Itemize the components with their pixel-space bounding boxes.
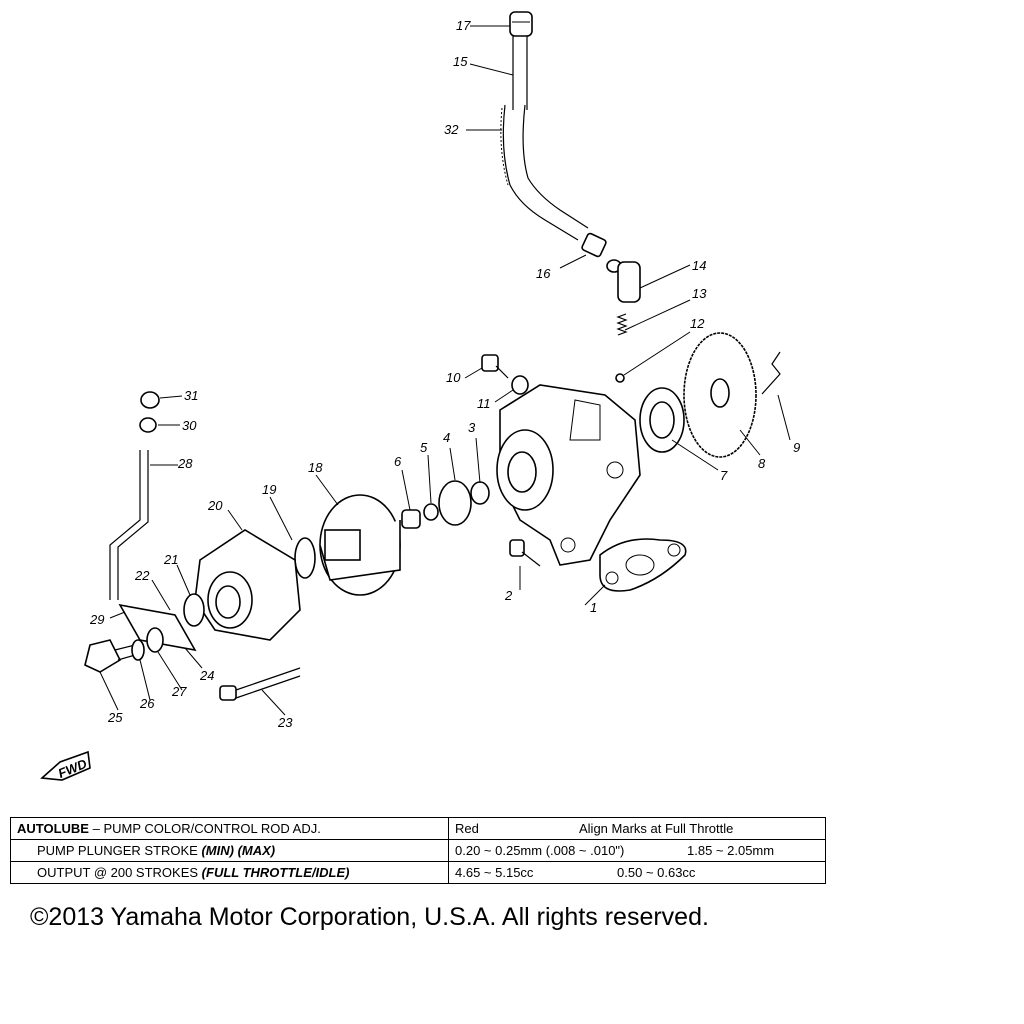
part-6 <box>401 509 421 529</box>
part-ball-12 <box>615 373 625 383</box>
callout-8: 8 <box>758 456 766 471</box>
callout-19: 19 <box>262 482 276 497</box>
callout-6: 6 <box>394 454 402 469</box>
callout-27: 27 <box>171 684 187 699</box>
part-plate-4 <box>438 480 472 526</box>
value-color: Red <box>455 821 479 836</box>
spec-table: AUTOLUBE – PUMP COLOR/CONTROL ROD ADJ. R… <box>10 817 826 884</box>
callout-2: 2 <box>504 588 513 603</box>
exploded-parts-diagram: 1 2 3 4 5 6 7 8 9 10 11 12 13 14 15 16 1… <box>40 11 800 781</box>
callout-23: 23 <box>277 715 293 730</box>
callout-26: 26 <box>139 696 155 711</box>
callout-3: 3 <box>468 420 476 435</box>
callout-14: 14 <box>692 258 706 273</box>
value-max: 1.85 ~ 2.05mm <box>687 843 775 858</box>
part-washer-27 <box>146 627 164 653</box>
callout-12: 12 <box>690 316 705 331</box>
callout-24: 24 <box>199 668 214 683</box>
callout-21: 21 <box>163 552 178 567</box>
spec-value: Red Align Marks at Full Throttle <box>448 817 826 840</box>
callout-labels: 1 2 3 4 5 6 7 8 9 10 11 12 13 14 15 16 1… <box>89 18 800 730</box>
table-row: AUTOLUBE – PUMP COLOR/CONTROL ROD ADJ. R… <box>10 817 826 840</box>
callout-20: 20 <box>207 498 223 513</box>
callout-17: 17 <box>456 18 471 33</box>
callout-9: 9 <box>793 440 800 455</box>
callout-4: 4 <box>443 430 450 445</box>
callout-16: 16 <box>536 266 551 281</box>
value-idle: 0.50 ~ 0.63cc <box>617 865 696 880</box>
copyright-notice: ©2013 Yamaha Motor Corporation, U.S.A. A… <box>30 903 709 931</box>
part-spring-13 <box>616 313 628 336</box>
spec-label: AUTOLUBE – PUMP COLOR/CONTROL ROD ADJ. <box>10 817 449 840</box>
callout-15: 15 <box>453 54 468 69</box>
leader-lines <box>99 25 791 716</box>
part-hose-32 <box>500 104 589 241</box>
part-nut-31 <box>140 391 160 409</box>
fwd-arrow-icon: FWD <box>40 750 91 781</box>
part-oring-21 <box>183 593 205 627</box>
part-seal-7 <box>639 387 685 453</box>
callout-10: 10 <box>446 370 461 385</box>
part-plate-24 <box>118 603 197 652</box>
part-bolt-23 <box>219 667 301 701</box>
spec-label: PUMP PLUNGER STROKE (MIN) (MAX) <box>10 839 449 862</box>
callout-18: 18 <box>308 460 323 475</box>
part-nut-30 <box>139 417 157 433</box>
part-washer-11 <box>511 375 529 395</box>
part-screw-2 <box>509 539 541 567</box>
callout-29: 29 <box>89 612 104 627</box>
callout-25: 25 <box>107 710 123 725</box>
part-tube-15 <box>512 36 528 110</box>
value-note: Align Marks at Full Throttle <box>579 821 734 836</box>
part-gasket-1 <box>599 538 687 592</box>
part-cam-18 <box>319 494 401 596</box>
callout-11: 11 <box>477 396 491 411</box>
part-gear-8 <box>683 332 757 458</box>
value-full-throttle: 4.65 ~ 5.15cc <box>455 865 534 880</box>
callout-1: 1 <box>590 600 597 615</box>
callout-28: 28 <box>177 456 193 471</box>
part-screw-10 <box>481 354 509 379</box>
part-cover-20 <box>194 529 301 641</box>
callout-31: 31 <box>184 388 198 403</box>
table-row: OUTPUT @ 200 STROKES (FULL THROTTLE/IDLE… <box>10 861 826 884</box>
part-washer-5 <box>423 503 439 521</box>
part-bolt-25 <box>84 639 136 673</box>
callout-5: 5 <box>420 440 428 455</box>
part-fitting-16 <box>581 232 607 258</box>
spec-value: 4.65 ~ 5.15cc 0.50 ~ 0.63cc <box>448 861 826 884</box>
part-pin-9 <box>761 351 781 395</box>
callout-30: 30 <box>182 418 197 433</box>
callout-13: 13 <box>692 286 707 301</box>
callout-22: 22 <box>134 568 150 583</box>
part-cap-17 <box>509 11 533 37</box>
value-min: 0.20 ~ 0.25mm (.008 ~ .010") <box>455 843 625 858</box>
spec-label: OUTPUT @ 200 STROKES (FULL THROTTLE/IDLE… <box>10 861 449 884</box>
part-banjo-14 <box>606 259 641 303</box>
part-washer-26 <box>131 639 145 661</box>
part-pump-body <box>496 384 641 566</box>
callout-32: 32 <box>444 122 459 137</box>
callout-7: 7 <box>720 468 728 483</box>
part-washer-3 <box>470 481 490 505</box>
part-washer-19 <box>294 537 316 579</box>
fwd-label: FWD <box>56 756 90 781</box>
spec-value: 0.20 ~ 0.25mm (.008 ~ .010") 1.85 ~ 2.05… <box>448 839 826 862</box>
table-row: PUMP PLUNGER STROKE (MIN) (MAX) 0.20 ~ 0… <box>10 839 826 862</box>
part-rod-28 <box>109 450 149 600</box>
